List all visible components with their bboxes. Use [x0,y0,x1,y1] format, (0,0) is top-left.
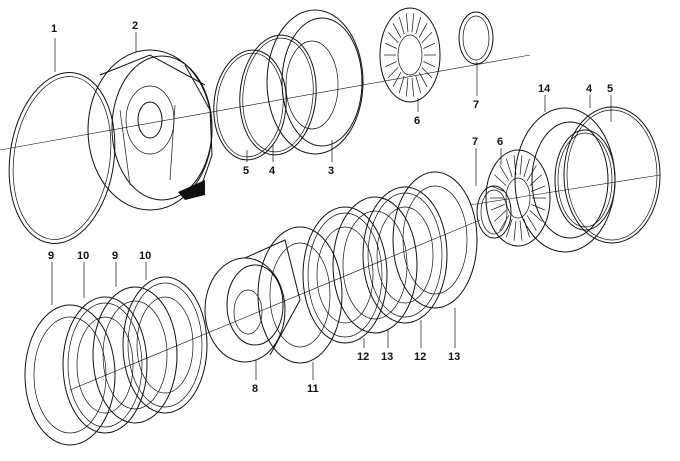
spring-slot [405,13,409,33]
part-7-retaining-ring-upper [458,11,494,65]
part-3-piston [266,9,364,155]
part-13-steel-plate-a [332,196,418,334]
callout-8: 8 [252,383,258,395]
spring-slot [423,42,436,49]
part-1-snap-ring [8,72,116,244]
spring-slot [411,77,415,97]
spring-slot [494,210,507,222]
callout-12-a: 12 [357,351,369,363]
spring-slot [499,165,510,181]
callout-12-b: 12 [414,351,426,363]
spring-slot [398,75,405,94]
spring-slot [423,61,436,68]
callout-labels: 1 2 3 4 5 6 7 14 4 5 7 6 9 10 9 10 8 11 … [48,20,613,395]
spring-slot [513,155,517,176]
spring-slot [405,77,409,97]
spring-slot [531,204,546,211]
part-6-spring-disc-right [485,149,551,247]
callout-9-center: 9 [112,250,118,262]
spring-slot [398,16,405,35]
callout-10-center: 10 [139,250,151,262]
spring-slot [526,165,537,181]
callout-14: 14 [538,83,551,95]
part-6-spring-disc-upper [379,7,441,103]
callout-2: 2 [132,20,138,32]
spring-slot [384,61,397,68]
spring-slot [411,13,415,33]
callout-1: 1 [51,23,57,35]
spring-slot [392,23,402,38]
leader-lines [51,32,612,380]
callout-11: 11 [307,383,319,395]
part-12-friction-plate-a [302,206,388,344]
part-12-friction-plate-b [362,186,448,324]
spring-slot [506,158,513,178]
part-7-retaining-ring-right [476,185,512,239]
part-8-inner-hub [204,239,301,363]
callout-5-right: 5 [607,83,613,95]
part-4-5-seal-rings-upper [213,34,317,161]
spring-slot [490,185,505,192]
callout-3: 3 [328,165,334,177]
spring-slot [529,174,542,186]
callout-4-upper: 4 [269,165,276,177]
spring-slot [392,72,402,87]
part-10-friction-plate-center [122,276,208,414]
spring-slot [418,72,428,87]
spring-slot [387,32,399,43]
part-14-pressure-plate [514,107,616,253]
callout-4-right: 4 [586,83,593,95]
spring-slot [526,215,537,231]
callout-13-a: 13 [381,351,393,363]
part-13-steel-plate-b [392,171,478,309]
spring-slot [531,185,546,192]
part-9-steel-plate-left [24,304,116,446]
spring-slot [490,204,505,211]
spring-slot [519,155,523,176]
part-4-5-seal-rings-right [554,106,661,244]
part-10-friction-plate-left [62,296,148,434]
part-2-clutch-drum [87,49,213,211]
callout-7-right: 7 [472,136,478,148]
spring-slot [384,42,397,49]
callout-13-b: 13 [448,351,460,363]
spring-slot [494,174,507,186]
spring-slot [415,75,422,94]
spring-slot [523,158,530,178]
callout-10-left: 10 [77,250,89,262]
upper-assembly-axis [0,54,531,151]
callout-9-left: 9 [48,250,54,262]
spring-slot [415,16,422,35]
callout-6-upper: 6 [414,115,420,127]
spring-slot [387,67,399,78]
spring-slot [513,220,517,241]
spring-slot [523,218,530,238]
part-9-steel-plate-center [92,286,178,424]
callout-5-upper: 5 [243,165,249,177]
spring-slot [506,218,513,238]
callout-6-right: 6 [497,136,503,148]
spring-slot [421,32,433,43]
spring-slot [421,67,433,78]
spring-slot [529,210,542,222]
part-11-steel-plate [257,226,343,364]
spring-slot [418,23,428,38]
spring-slot [499,215,510,231]
spring-slot [519,220,523,241]
callout-7-upper: 7 [473,99,479,111]
